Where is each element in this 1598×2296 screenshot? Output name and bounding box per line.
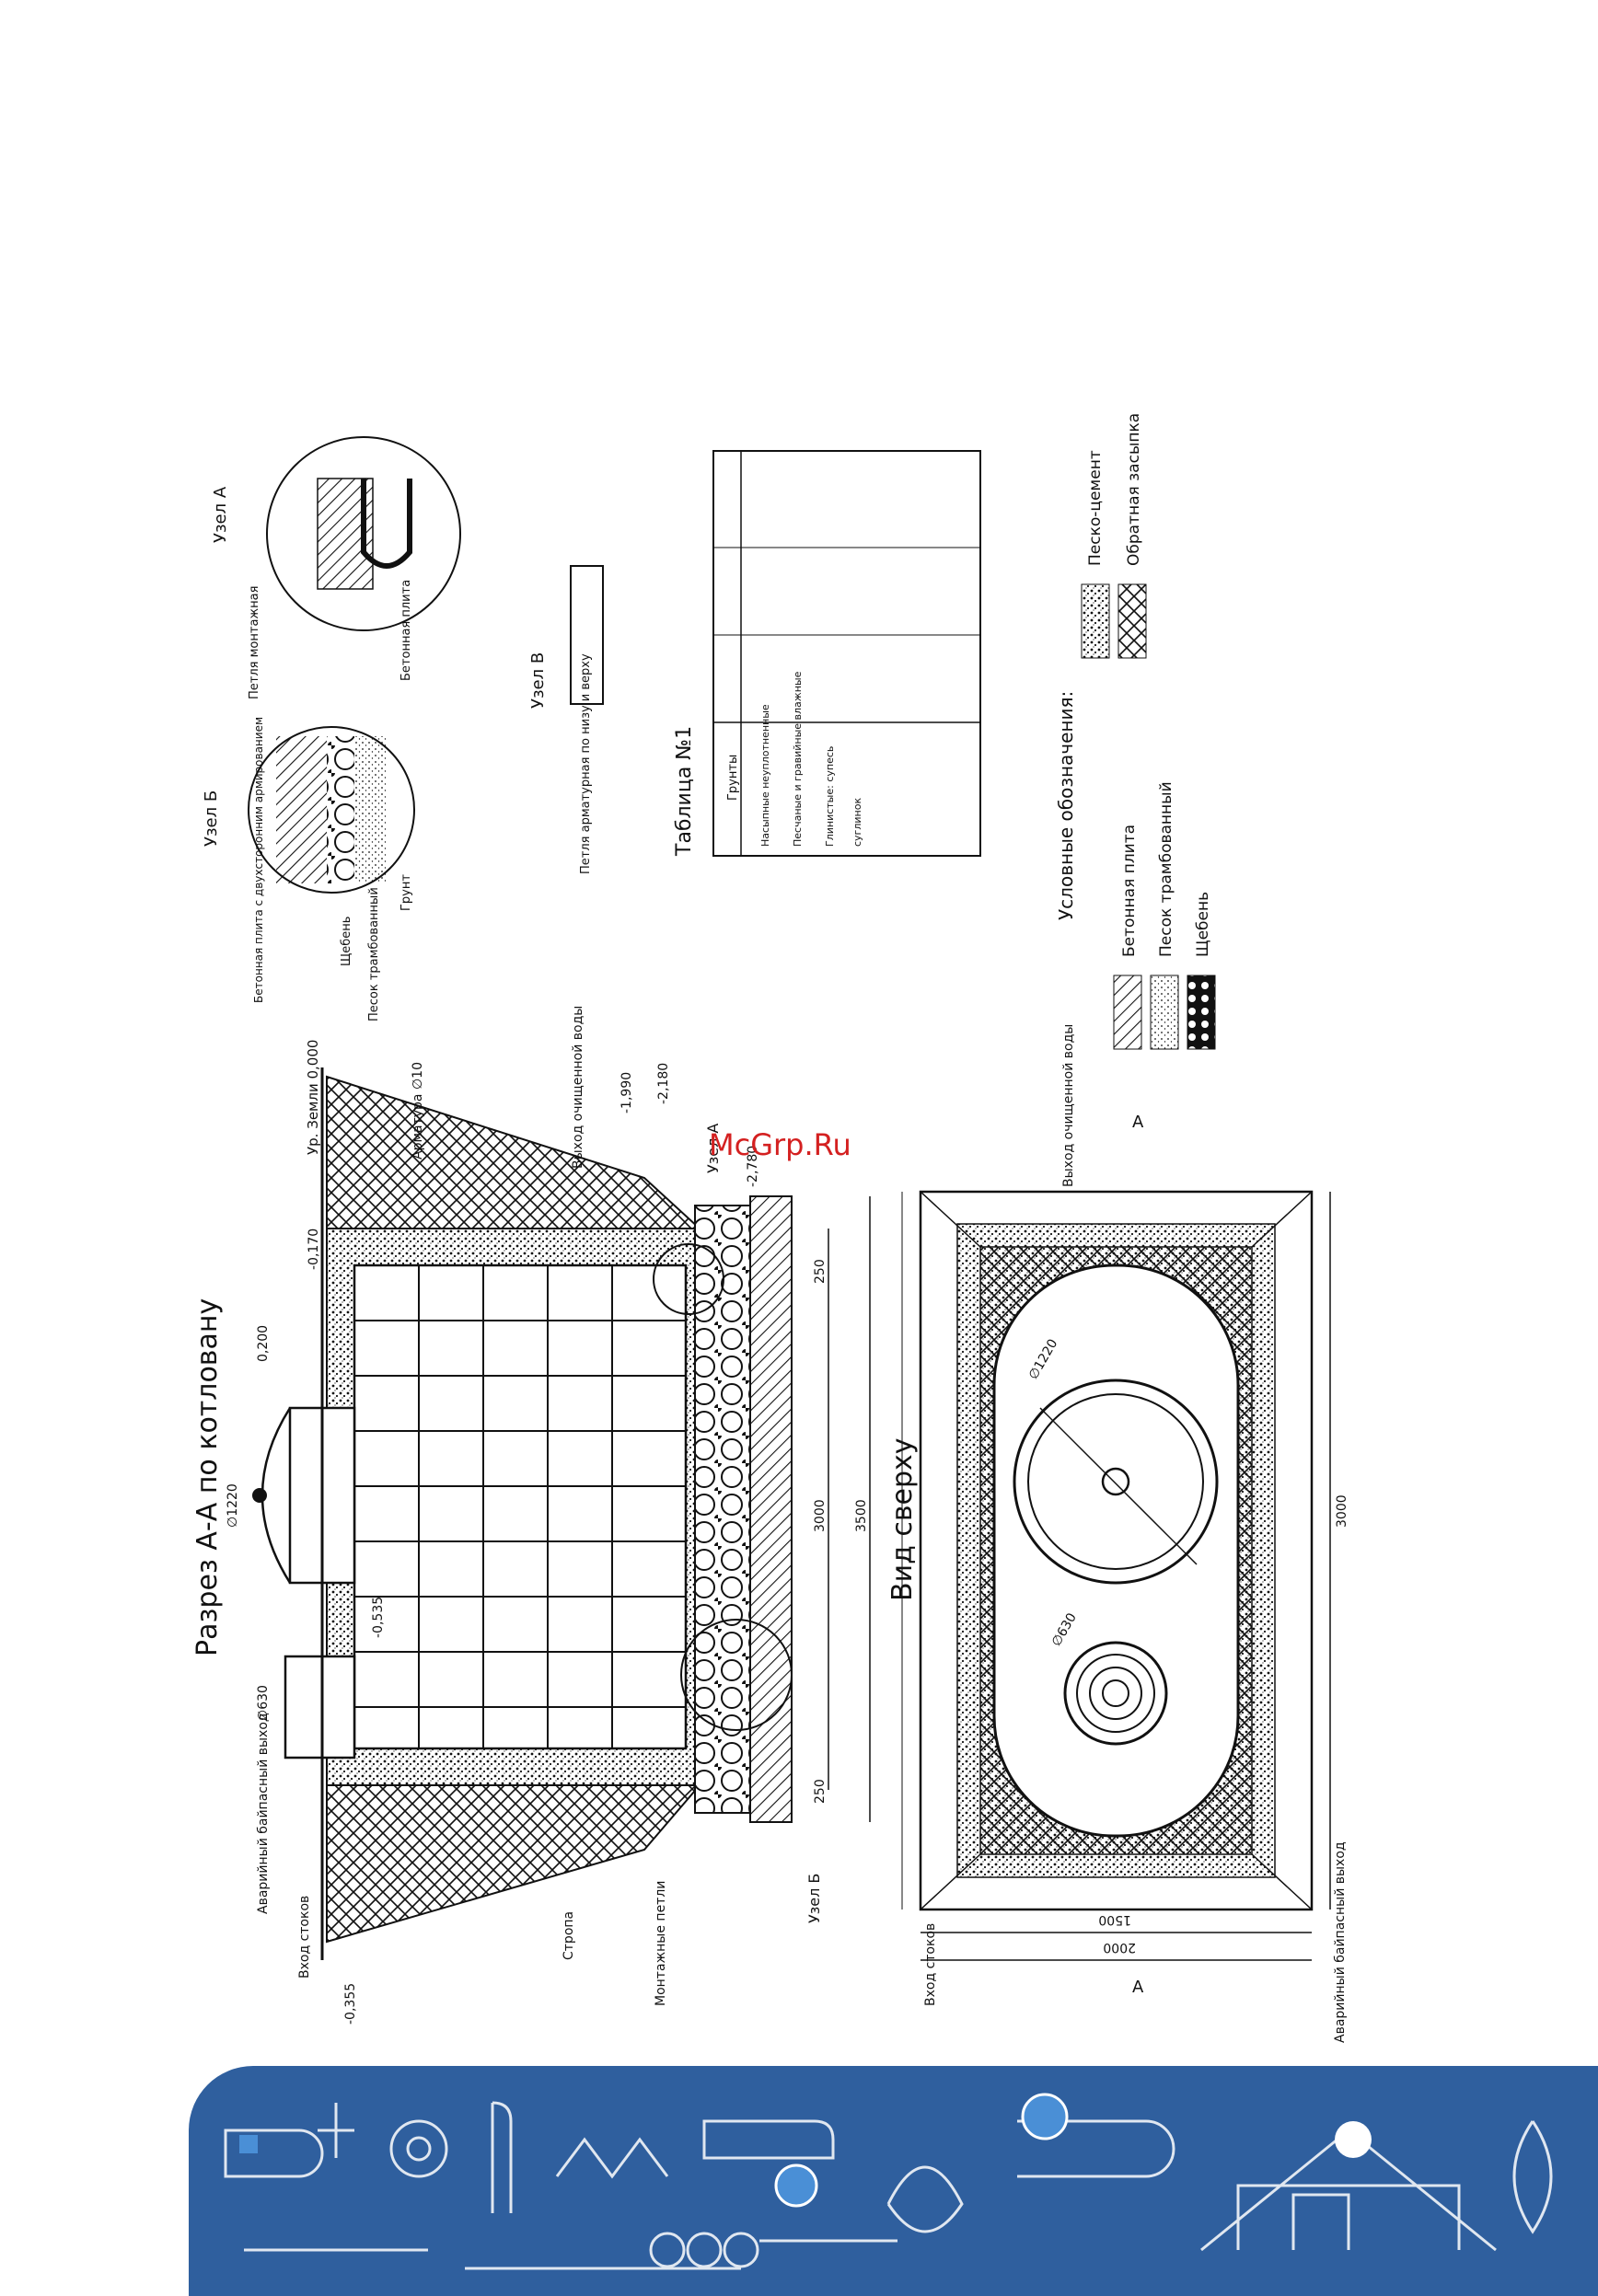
mark-6: 0,200 xyxy=(256,1325,271,1362)
node-b-label-0: Бетонная плита с двухсторонним армирован… xyxy=(252,717,265,1003)
neck-small xyxy=(284,1655,356,1759)
legend-item-0: Бетонная плита xyxy=(1120,825,1139,957)
gravel-layer xyxy=(694,1205,751,1814)
dim-side-left: 250 xyxy=(813,1259,828,1284)
node-a-callout xyxy=(653,1243,724,1315)
plan-label-inlet: Вход стоков xyxy=(923,1923,938,2006)
label-node-a: Узел А xyxy=(704,1124,722,1173)
node-b-callout xyxy=(680,1619,793,1731)
plan-view: Вид сверху Выход очищенной воды Аварийны… xyxy=(886,1024,1349,2043)
legend: Условные обозначения: Бетонная плита Пес… xyxy=(1055,413,1216,1050)
mark-5: -0,355 xyxy=(343,1983,358,2025)
node-v-detail: Узел В Петля арматурная по низу и верху xyxy=(528,565,604,874)
footer-illustration xyxy=(189,2066,1598,2296)
table-row-1: Песчаные и гравийные влажные xyxy=(792,671,804,847)
node-a-label-0: Петля монтажная xyxy=(248,586,261,699)
plan-label-clean-water: Выход очищенной воды xyxy=(1061,1024,1076,1187)
table-header-soil: Грунты xyxy=(726,755,740,801)
tank-ribs xyxy=(354,1265,686,1748)
node-b-detail: Узел Б Бетонная плита с двухсторонним ар… xyxy=(202,717,415,1021)
backfill-right xyxy=(326,1784,702,1944)
label-mounting-loops: Монтажные петли xyxy=(654,1881,668,2006)
label-node-b: Узел Б xyxy=(805,1874,823,1923)
node-a-label-1: Бетонная плита xyxy=(400,580,413,681)
node-b-label-1: Щебень xyxy=(340,917,353,966)
table-row-0: Насыпные неуплотненные xyxy=(759,704,771,847)
plan-dim-width-inner: 1500 xyxy=(1098,1912,1131,1927)
table-title: Таблица №1 xyxy=(673,726,696,857)
mark-1: -0,535 xyxy=(371,1597,386,1638)
table-row-3: суглинок xyxy=(851,798,863,847)
plan-label-emergency: Аварийный байпасный выход xyxy=(1333,1841,1348,2043)
label-rebar: Арматура ∅10 xyxy=(411,1062,425,1160)
legend-item-2: Щебень xyxy=(1194,892,1212,957)
node-b-label-2: Песок трамбованный xyxy=(367,887,381,1021)
plan-neck-small xyxy=(1063,1641,1168,1746)
label-ground-level: Ур. Земли 0,000 xyxy=(305,1040,321,1155)
legend-item-1: Песок трамбованный xyxy=(1157,781,1175,957)
legend-item-3: Песко-цемент xyxy=(1086,450,1105,566)
plan-dim-length: 3000 xyxy=(1335,1494,1349,1528)
plan-outer xyxy=(919,1190,1314,1911)
label-sling: Стропа xyxy=(562,1911,576,1960)
tank-body xyxy=(353,1263,688,1750)
legend-title: Условные обозначения: xyxy=(1055,691,1077,920)
footer-decorative-banner xyxy=(189,2066,1598,2296)
lid-handle xyxy=(252,1488,267,1503)
plan-section-mark-a-bottom: А xyxy=(1132,1978,1144,1997)
mark-8: ∅630 xyxy=(256,1685,271,1721)
label-clean-water-outlet: Выход очищенной воды xyxy=(571,1006,585,1169)
section-a-a: Разрез А-А по котловану Ур. Земли 0,000 … xyxy=(191,1006,871,2025)
section-title: Разрез А-А по котловану xyxy=(191,1298,224,1656)
legend-item-4: Обратная засыпка xyxy=(1125,413,1143,566)
mark-2: -1,990 xyxy=(620,1072,634,1113)
node-v-label: Петля арматурная по низу и верху xyxy=(579,653,593,874)
slope-table: Таблица №1 Грунты Насыпные неуплотненные… xyxy=(673,450,981,857)
mark-0: -0,170 xyxy=(307,1229,321,1270)
backfill-left xyxy=(326,1075,702,1229)
mark-4: -2,780 xyxy=(746,1146,760,1187)
dim-side-right: 250 xyxy=(813,1779,828,1804)
plan-section-mark-a-top: А xyxy=(1132,1113,1144,1132)
label-emergency-outlet: Аварийный байпасный выход xyxy=(256,1713,271,1914)
table-row-2: Глинистые: супесь xyxy=(824,746,836,847)
plan-title: Вид сверху xyxy=(886,1437,919,1601)
plan-neck-large xyxy=(1013,1379,1219,1585)
label-inlet: Вход стоков xyxy=(297,1896,312,1979)
node-b-label-3: Грунт xyxy=(400,874,413,911)
dim-bottom-outer: 3500 xyxy=(854,1499,869,1532)
node-b-title: Узел Б xyxy=(202,790,221,847)
dim-bottom-inner: 3000 xyxy=(813,1499,828,1532)
watermark: McGrp.Ru xyxy=(709,1127,851,1162)
mark-7: ∅1220 xyxy=(226,1483,240,1528)
node-v-title: Узел В xyxy=(528,652,548,709)
concrete-slab xyxy=(749,1195,793,1823)
node-a-title: Узел А xyxy=(211,486,230,543)
mark-3: -2,180 xyxy=(656,1063,671,1104)
node-a-detail: Узел А Петля монтажная Бетонная плита xyxy=(211,436,461,699)
plan-dim-width-total: 2000 xyxy=(1103,1940,1136,1955)
